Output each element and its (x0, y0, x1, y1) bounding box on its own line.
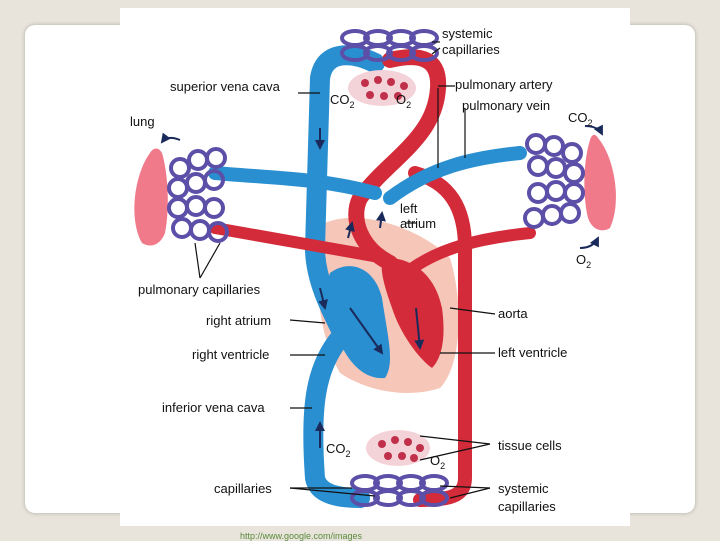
left-heart (381, 257, 444, 368)
label-lung: lung (130, 114, 155, 129)
label-pulmonary-artery: pulmonary artery (455, 77, 553, 92)
pulmonary-vein-left (209, 222, 391, 264)
label-capillaries: capillaries (214, 481, 272, 496)
source-link[interactable]: http://www.google.com/images (240, 531, 363, 541)
pulmonary-artery-left (208, 166, 382, 200)
right-lung (584, 134, 617, 231)
leader-lines (194, 41, 496, 499)
label-systemic-capillaries-top-1: systemic (442, 26, 493, 41)
label-left-ventricle: left ventricle (498, 345, 567, 360)
gas-top-co2: CO2 (330, 92, 355, 110)
pulmonary-capillaries-right (523, 133, 585, 229)
inferior-vena-cava (303, 328, 370, 508)
label-systemic-capillaries-bottom-2: capillaries (498, 499, 556, 514)
flow-arrows (160, 124, 603, 448)
label-inferior-vena-cava: inferior vena cava (162, 400, 265, 415)
label-pulmonary-vein: pulmonary vein (462, 98, 550, 113)
systemic-capillaries-top (340, 29, 439, 62)
label-left-atrium-1: left (400, 201, 418, 216)
circulation-diagram: systemic capillaries superior vena cava … (120, 8, 630, 526)
left-lung (134, 148, 168, 246)
gas-right-co2: CO2 (568, 110, 593, 128)
tissue-cells-top (348, 70, 416, 106)
label-right-atrium: right atrium (206, 313, 271, 328)
label-pulmonary-capillaries: pulmonary capillaries (138, 282, 261, 297)
label-aorta: aorta (498, 306, 528, 321)
label-left-atrium-2: atrium (400, 216, 436, 231)
gas-top-o2: O2 (396, 92, 411, 110)
label-tissue-cells: tissue cells (498, 438, 562, 453)
gas-bottom-co2: CO2 (326, 441, 351, 459)
label-systemic-capillaries-bottom-1: systemic (498, 481, 549, 496)
systemic-capillaries-bottom (350, 474, 449, 507)
label-right-ventricle: right ventricle (192, 347, 269, 362)
pulmonary-vein-right (404, 227, 536, 276)
pulmonary-artery-right (383, 146, 527, 205)
gas-right-o2: O2 (576, 252, 591, 270)
label-superior-vena-cava: superior vena cava (170, 79, 281, 94)
label-systemic-capillaries-top-2: capillaries (442, 42, 500, 57)
gas-bottom-o2: O2 (430, 453, 445, 471)
tissue-cells-bottom (366, 430, 430, 466)
pulmonary-capillaries-left (167, 147, 229, 243)
